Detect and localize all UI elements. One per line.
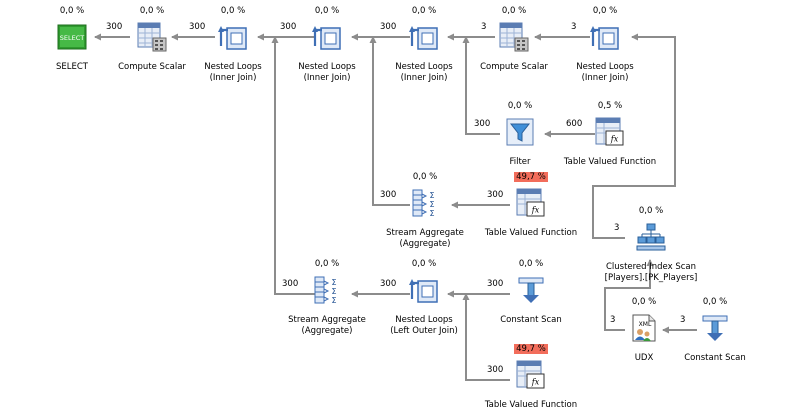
cost-label: 0,0 % [638,206,664,216]
stream-aggregate-icon: Σ Σ Σ [314,276,337,305]
select-icon: SELECT [57,24,87,50]
nested-loops-icon [409,26,438,50]
row-count-e15: 3 [610,315,616,325]
svg-text:Σ: Σ [331,287,336,296]
filter-icon [506,118,534,146]
table-valued-function-icon: fx [516,360,545,389]
node-label: Nested Loops [204,62,262,72]
table-valued-function-icon: fx [516,188,545,217]
row-count-e5: 3 [481,22,487,32]
edge-e11[interactable] [592,33,676,239]
edge-e15[interactable] [604,259,654,331]
row-count-e13: 300 [380,279,397,289]
cost-label: 0,0 % [139,6,165,16]
cost-label: 0,0 % [702,297,728,307]
row-count-e10: 300 [487,190,504,200]
row-count-e1: 300 [106,22,123,32]
cost-label: 0,5 % [597,101,623,111]
row-count-e4: 300 [380,22,397,32]
node-label: Table Valued Function [484,228,578,238]
cost-label: 0,0 % [314,6,340,16]
edge-e17[interactable] [462,293,510,381]
node-label: Constant Scan [500,315,562,325]
node-sublabel: (Inner Join) [581,73,629,83]
svg-text:Σ: Σ [429,200,434,209]
node-label: Stream Aggregate [386,228,464,238]
svg-text:Σ: Σ [429,191,434,200]
node-label: UDX [634,353,654,363]
row-count-e11: 3 [614,223,620,233]
cost-label: 0,0 % [220,6,246,16]
row-count-e14: 300 [487,279,504,289]
cost-label: 0,0 % [518,259,544,269]
row-count-e3: 300 [280,22,297,32]
compute-scalar-icon [137,22,167,52]
cost-label: 0,0 % [411,259,437,269]
nested-loops-icon [312,26,341,50]
svg-text:fx: fx [531,206,540,215]
row-count-e2: 300 [189,22,206,32]
node-sublabel: (Inner Join) [400,73,448,83]
node-sublabel: (Aggregate) [301,326,353,336]
node-label: Nested Loops [395,315,453,325]
svg-text:XML: XML [639,321,652,328]
node-label: Clustered Index Scan [605,262,697,272]
edge-e12[interactable] [271,36,315,295]
clustered-index-scan-icon [636,223,666,251]
svg-text:SELECT: SELECT [60,34,84,42]
node-label: Nested Loops [395,62,453,72]
cost-label: 0,0 % [412,172,438,182]
node-label: Compute Scalar [480,62,548,72]
edge-e9[interactable] [369,36,410,206]
row-count-e6: 3 [571,22,577,32]
node-sublabel: (Inner Join) [209,73,257,83]
udx-icon: XML [632,314,656,342]
cost-label: 0,0 % [501,6,527,16]
node-label: Nested Loops [576,62,634,72]
node-label: SELECT [56,62,88,72]
table-valued-function-icon: fx [595,117,624,146]
cost-label: 0,0 % [507,101,533,111]
cost-label: 0,0 % [631,297,657,307]
node-label: Stream Aggregate [288,315,366,325]
node-label: Table Valued Function [563,157,657,167]
row-count-e9: 300 [380,190,397,200]
cost-label-high: 49,7 % [514,172,548,182]
node-label: Compute Scalar [118,62,186,72]
node-sublabel: (Inner Join) [303,73,351,83]
node-label: Table Valued Function [484,400,578,410]
nested-loops-icon [218,26,247,50]
cost-label: 0,0 % [314,259,340,269]
constant-scan-icon [702,315,728,341]
cost-label: 0,0 % [411,6,437,16]
row-count-e16: 3 [680,315,686,325]
edge-e7[interactable] [462,36,500,135]
row-count-e12: 300 [282,279,299,289]
cost-label: 0,0 % [592,6,618,16]
row-count-e7: 300 [474,119,491,129]
node-sublabel: [Players].[PK_Players] [604,273,698,283]
constant-scan-icon [518,277,544,303]
node-label: Nested Loops [298,62,356,72]
stream-aggregate-icon: Σ Σ Σ [412,189,435,218]
nested-loops-icon [409,279,438,303]
node-sublabel: (Aggregate) [399,239,451,249]
compute-scalar-icon [499,22,529,52]
svg-text:Σ: Σ [331,278,336,287]
svg-text:Σ: Σ [331,296,336,305]
svg-text:Σ: Σ [429,209,434,218]
svg-text:fx: fx [531,378,540,387]
row-count-e8: 600 [566,119,583,129]
node-label: Filter [509,157,531,167]
nested-loops-icon [590,26,619,50]
node-label: Constant Scan [684,353,746,363]
cost-label: 0,0 % [59,6,85,16]
svg-text:fx: fx [610,135,619,144]
cost-label-high: 49,7 % [514,344,548,354]
row-count-e17: 300 [487,365,504,375]
node-sublabel: (Left Outer Join) [390,326,458,336]
